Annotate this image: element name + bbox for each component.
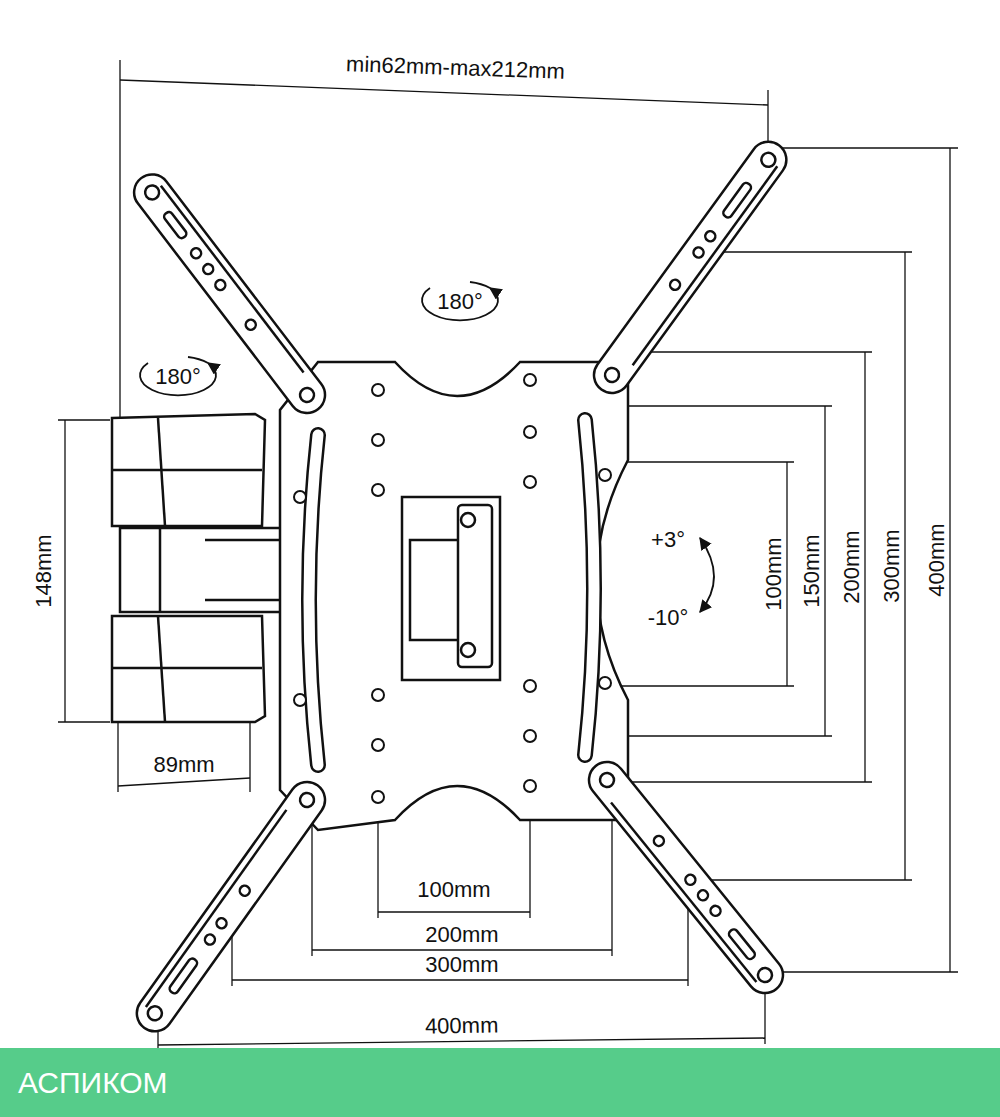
brand-banner: АСПИКОМ: [0, 1048, 1000, 1117]
dimension-label: 400mm: [925, 521, 949, 598]
dimension-label: 100mm: [762, 535, 786, 612]
dimension-label: 148mm: [32, 532, 56, 609]
tilt-label: +3°: [649, 528, 687, 552]
wall-arm: [112, 414, 305, 722]
dimension-label: 300mm: [880, 527, 904, 604]
dimension-label: min62mm-max212mm: [343, 52, 567, 84]
dimension-label: 100mm: [415, 878, 492, 902]
brand-name: АСПИКОМ: [18, 1048, 1000, 1117]
mount-arms: [127, 135, 794, 1039]
dimension-label: 400mm: [423, 1013, 501, 1038]
mount-plate: [280, 362, 628, 830]
dimension-label: 150mm: [800, 532, 824, 609]
dimension-lines: [58, 60, 958, 1050]
dimension-label: 200mm: [840, 528, 864, 605]
rotation-symbols: [140, 282, 714, 612]
rotation-label: 180°: [153, 365, 203, 389]
dimension-label: 300mm: [423, 953, 500, 977]
dimension-label: 89mm: [151, 753, 216, 777]
tilt-label: -10°: [646, 606, 691, 630]
rotation-label: 180°: [435, 290, 485, 314]
dimension-label: 200mm: [423, 923, 500, 947]
plate-holes: [294, 374, 611, 803]
